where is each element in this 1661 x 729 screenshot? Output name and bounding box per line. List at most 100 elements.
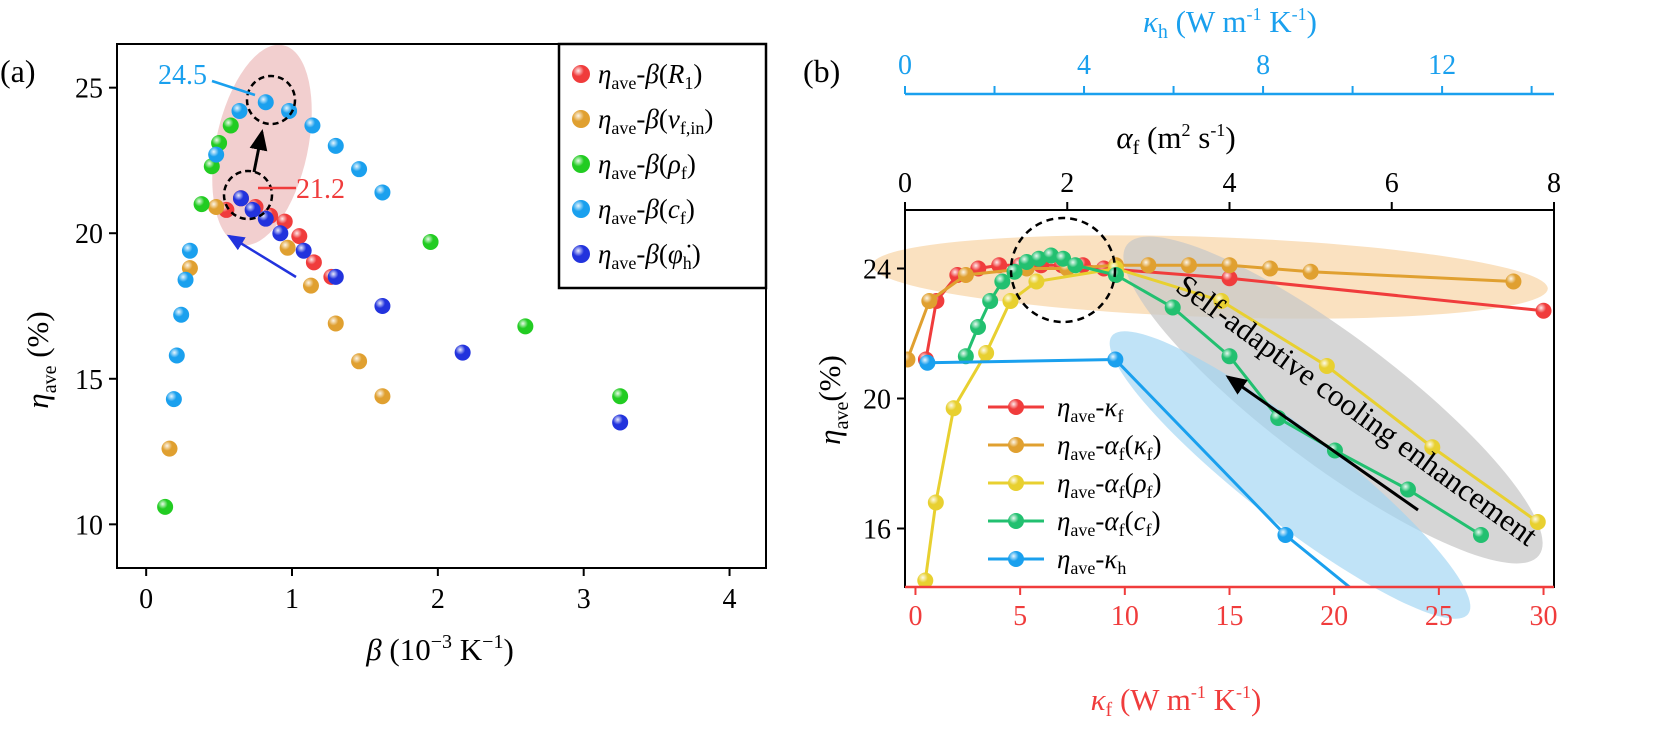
point-a-s3-4 <box>181 242 198 259</box>
legend-b-part: η <box>1057 544 1070 574</box>
point-b-s2-5 <box>1028 273 1045 290</box>
point-b-s3-12 <box>1221 348 1238 365</box>
point-a-s4-7 <box>454 344 471 361</box>
point-b-s2-0 <box>917 572 934 587</box>
point-b-s4-1-shine <box>1107 351 1124 368</box>
legend-a-part: ρ <box>667 149 681 179</box>
point-a-s3-8-shine <box>281 102 298 119</box>
legend-b-part: - <box>1095 430 1104 460</box>
legend-a-part: ave <box>611 73 636 93</box>
legend-b-part: α <box>1104 430 1119 460</box>
point-b-s3-3 <box>994 273 1011 290</box>
panel-b-label: (b) <box>803 53 840 89</box>
x-axis-title-b-top2: κh (W m-1 K-1) <box>1143 4 1317 43</box>
point-b-s3-0 <box>957 348 974 365</box>
point-a-s3-7-shine <box>257 94 274 111</box>
legend-a-part: h <box>683 253 692 273</box>
point-a-s4-4-shine <box>295 242 312 259</box>
legend-a-part: β <box>644 59 659 89</box>
point-b-s1-1-shine <box>921 293 938 309</box>
x-axis-title-a: β (10−3 K−1) <box>365 631 514 667</box>
point-b-s4-2 <box>1277 527 1294 543</box>
point-b-s0-4-shine <box>991 257 1008 274</box>
point-a-s1-7 <box>374 388 391 405</box>
legend-b-part: ) <box>1152 506 1161 536</box>
dashed-circle-peak <box>1009 216 1117 324</box>
point-a-s2-6 <box>517 318 534 335</box>
legend-a-part: β <box>644 239 659 269</box>
legend-a-part: f <box>681 163 687 183</box>
point-a-s1-5-shine <box>327 315 344 332</box>
point-a-s3-3 <box>177 271 194 288</box>
legend-b-part: f <box>1119 444 1125 464</box>
legend-a-part: ave <box>611 208 636 228</box>
enhancement-arrow <box>1225 375 1419 512</box>
point-a-s1-6 <box>351 353 368 370</box>
point-a-s4-1 <box>244 201 261 218</box>
point-b-s2-1-shine <box>927 494 944 511</box>
point-b-s1-9 <box>1262 260 1279 277</box>
point-b-s2-3-shine <box>978 345 995 361</box>
y-axis-title-b: ηave(%) <box>812 355 853 445</box>
point-a-s3-9 <box>304 117 321 134</box>
point-b-s1-8 <box>1221 257 1238 274</box>
legend-b-part: ) <box>1153 468 1162 498</box>
x-tick-label-b-top-3: 6 <box>1385 168 1399 199</box>
point-b-s4-4-fill <box>1456 651 1472 667</box>
legend-b-marker-1-shine <box>1008 437 1024 453</box>
legend-a-part: f,in <box>680 118 705 138</box>
point-b-s3-0-shine <box>957 348 974 365</box>
point-a-s4-8 <box>612 414 629 431</box>
legend-a-part: ) <box>686 194 695 224</box>
legend-b-label-2: ηave-αf(ρf) <box>1057 468 1162 502</box>
legend-a-part: η <box>598 59 611 89</box>
point-a-s3-9-shine <box>304 117 321 134</box>
legend-a-label-0: ηave-β(R1) <box>598 59 702 93</box>
legend-b-label-1: ηave-αf(κf) <box>1057 430 1162 464</box>
legend-a-part: η <box>598 194 611 224</box>
x-tick-label-b-top-4: 8 <box>1547 168 1561 199</box>
x-tick-label-b-top-2: 4 <box>1223 168 1237 199</box>
point-b-s1-2-shine <box>957 267 974 283</box>
legend-b-label-3: ηave-αf(cf) <box>1057 506 1161 540</box>
point-b-s4-3-fill <box>1389 618 1405 634</box>
point-a-s2-4 <box>222 117 239 134</box>
legend-a-part: ) <box>704 104 713 134</box>
legend-a-part: ) <box>693 59 702 89</box>
point-b-s3-15-shine <box>1399 481 1416 498</box>
point-b-s1-7 <box>1180 257 1197 274</box>
point-b-s2-5-shine <box>1028 273 1045 290</box>
point-b-s2-0-shine <box>917 572 934 587</box>
panel-a-frame <box>116 43 767 569</box>
point-b-s3-7-shine <box>1043 247 1060 264</box>
legend-b-part: η <box>1057 392 1070 422</box>
legend-a-part: β <box>644 194 659 224</box>
point-b-s3-5 <box>1018 254 1035 270</box>
panel-b-legend: ηave-κfηave-αf(κf)ηave-αf(ρf)ηave-αf(cf)… <box>988 392 1162 578</box>
legend-a-part: η <box>598 239 611 269</box>
point-b-s1-10-shine <box>1302 263 1319 280</box>
point-b-s4-0-shine <box>919 354 936 371</box>
point-b-s2-9 <box>1424 439 1441 456</box>
point-b-s4-1 <box>1107 351 1124 368</box>
point-b-s3-2 <box>982 293 999 309</box>
legend-b-part: - <box>1095 392 1104 422</box>
point-a-s1-4-shine <box>302 277 319 294</box>
legend-b-part: κ <box>1104 544 1118 574</box>
point-a-s1-7-shine <box>374 388 391 405</box>
point-a-s2-0-shine <box>157 498 174 515</box>
x-tick-label-a-0: 0 <box>139 584 153 615</box>
legend-a-part: - <box>636 194 645 224</box>
y-tick-label-b-1: 20 <box>863 385 891 416</box>
shade-blue <box>1109 331 1471 619</box>
legend-b-marker-2 <box>1008 475 1024 491</box>
point-b-s1-0 <box>905 351 916 368</box>
point-a-s1-0-shine <box>161 440 178 457</box>
legend-b-marker-3-shine <box>1008 513 1024 529</box>
legend-a-part: c <box>668 194 680 224</box>
point-a-s3-2 <box>173 306 190 323</box>
legend-b-part: ( <box>1125 506 1134 536</box>
